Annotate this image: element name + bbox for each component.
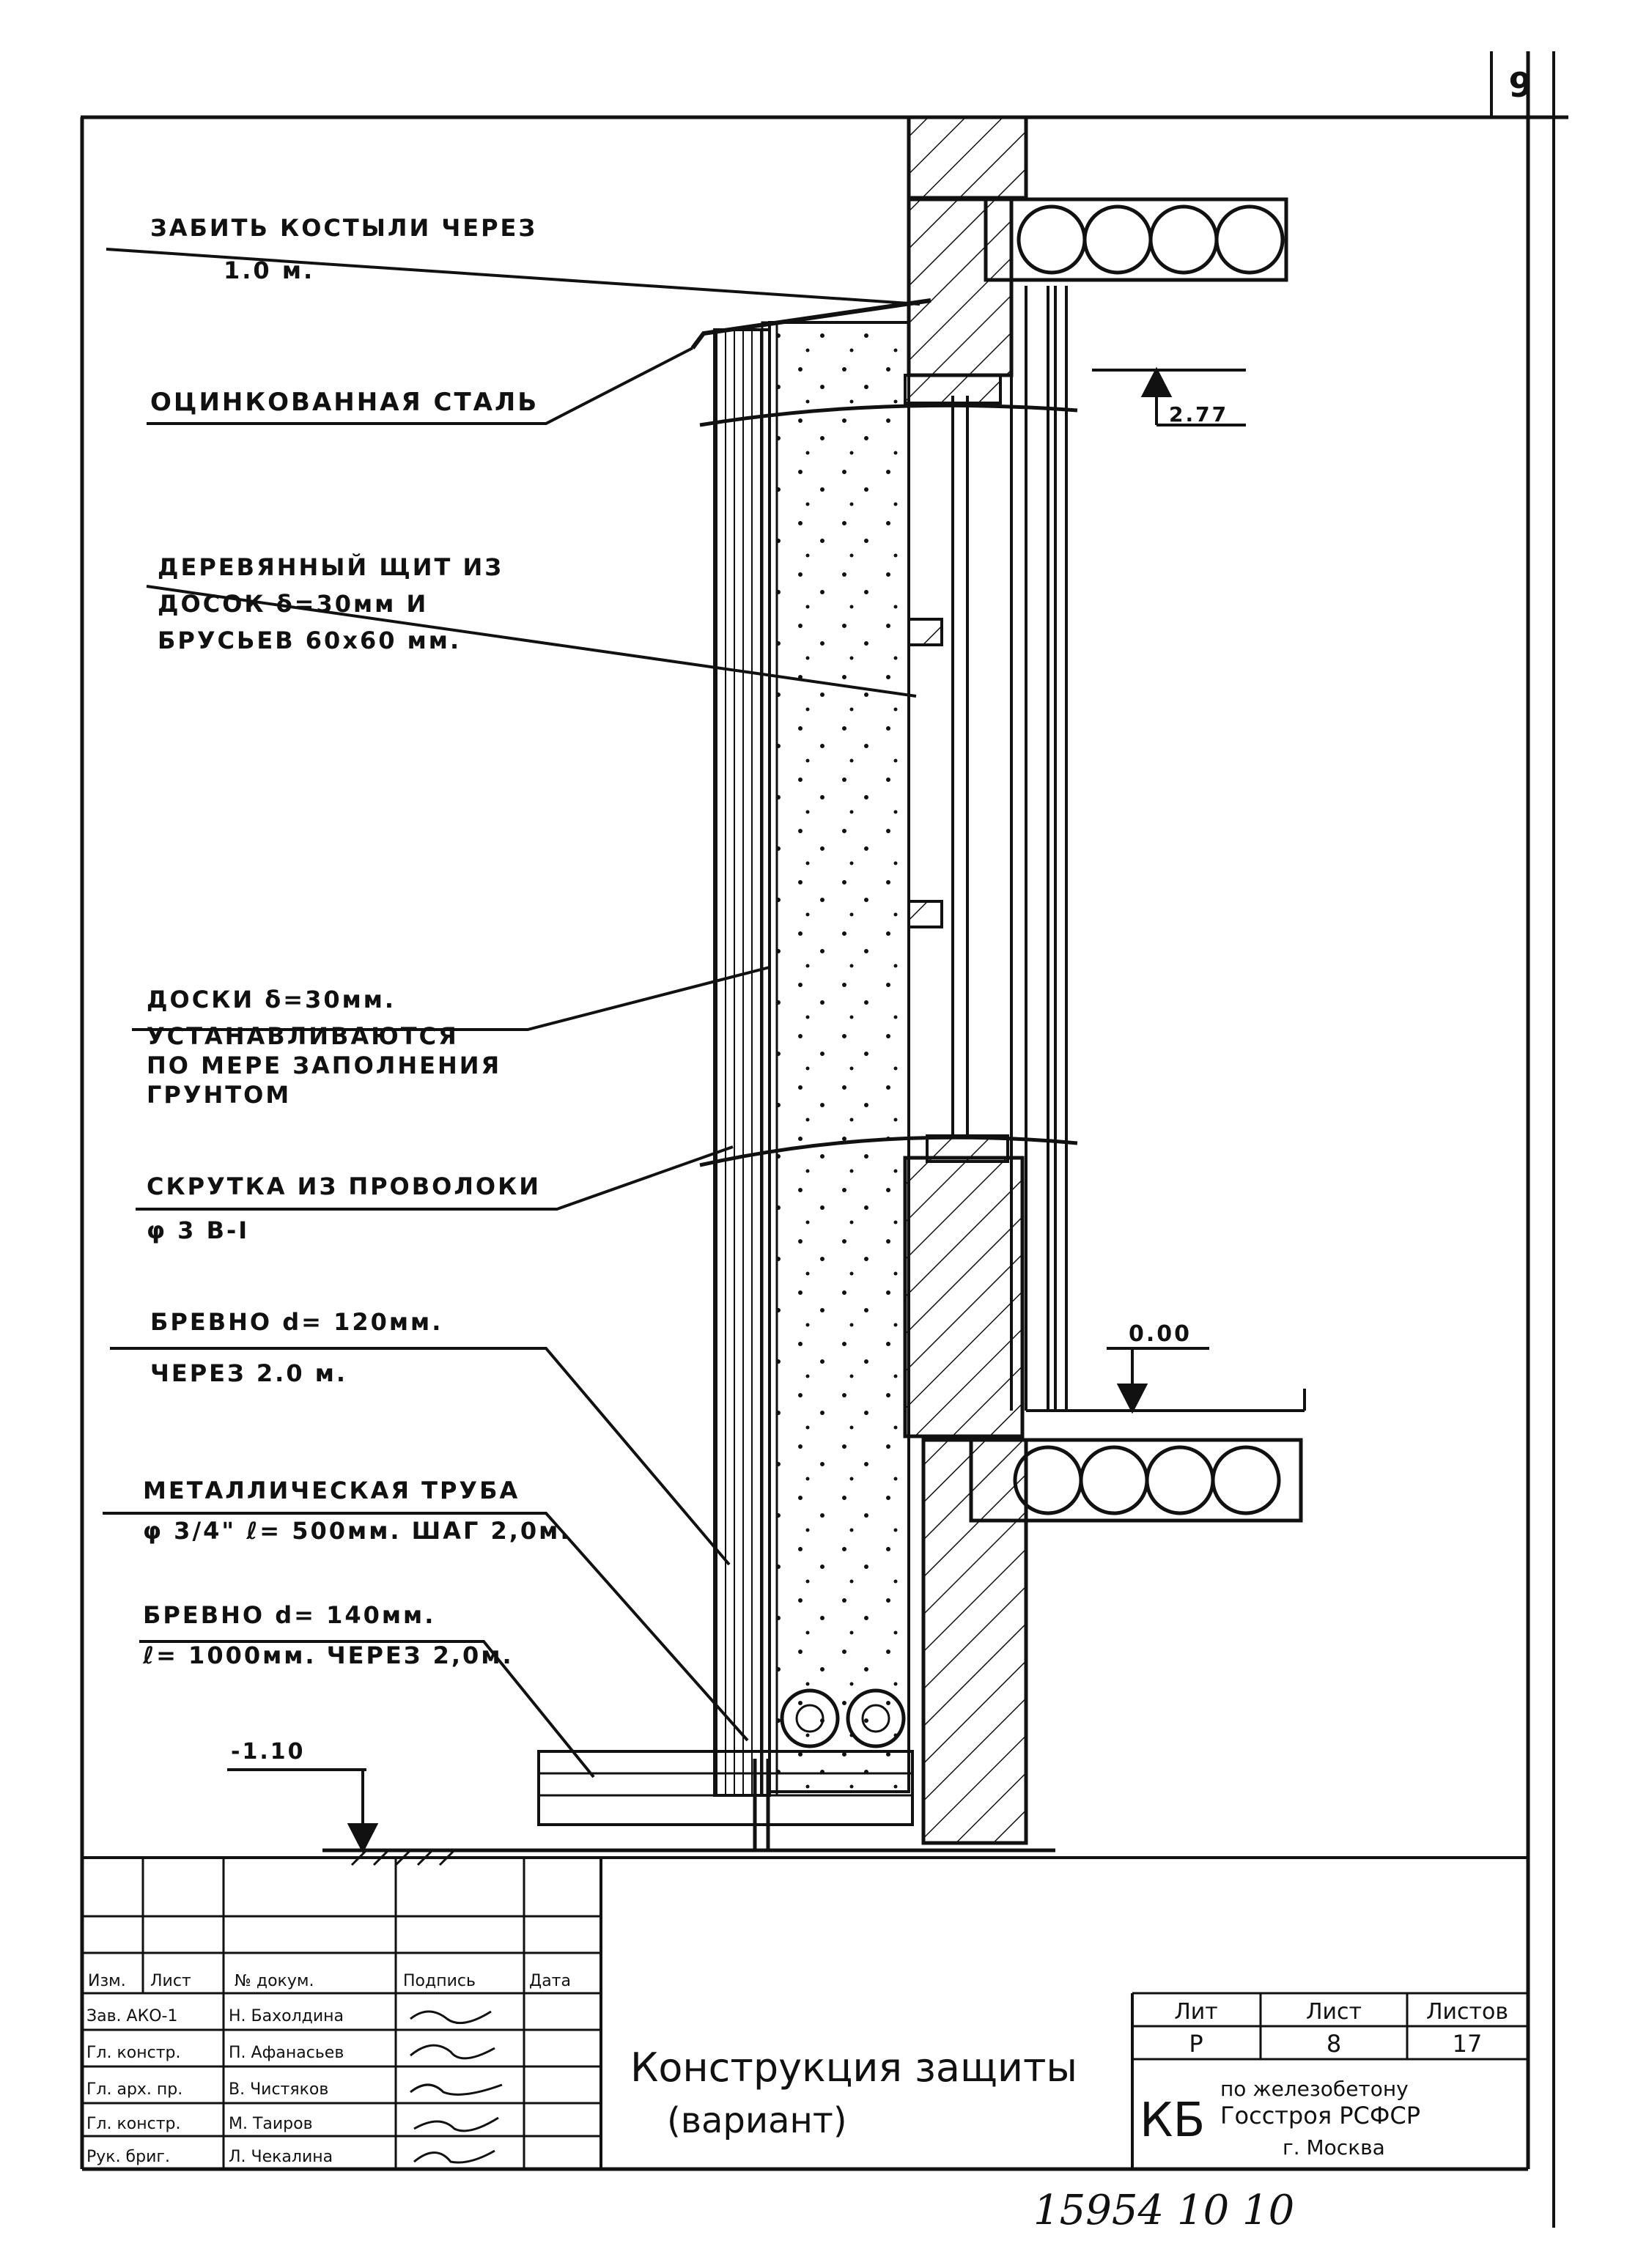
stage-header: Лит [1174,1999,1218,2025]
steel-cap [690,298,931,350]
ground-hatch [350,1849,456,1866]
label-spikes: ЗАБИТЬ КОСТЫЛИ ЧЕРЕЗ 1.0 м. [150,214,547,284]
sheet-frame [80,51,1568,2228]
person-role: Зав. АКО-1 [86,2007,177,2025]
person-role: Гл. констр. [86,2044,180,2062]
leaders [103,248,921,1778]
log-section-2 [846,1688,906,1748]
person-name: Л. Чекалина [229,2148,333,2166]
wire-twist-lower [699,1135,1078,1167]
structure [322,115,1303,1866]
sheet-header: Лист [1306,1999,1362,2025]
sheets-header: Листов [1426,1999,1508,2025]
person-name: Н. Бахолдина [229,2007,344,2025]
org-line-1: по железобетону [1220,2077,1409,2101]
sheet-number: 9 [1508,65,1534,105]
elevation-0-00: 0.00 [1129,1321,1192,1347]
person-name: В. Чистяков [229,2080,328,2099]
elevation-minus-1-10: -1.10 [231,1739,305,1765]
title-block [82,1858,1528,2169]
upper-wall-block [907,115,1028,200]
wire-twist-upper [699,403,1078,427]
drawing-title: Конструкция защиты [630,2044,1077,2091]
header-change: Изм. [88,1972,126,1990]
elevation-marks [227,366,1306,1854]
window-frame [904,286,1068,1411]
label-galvanized-steel: ОЦИНКОВАННАЯ СТАЛЬ [150,388,539,417]
title-block-people: Зав. АКО-1 Н. Бахолдина Гл. констр. П. А… [86,2007,344,2166]
title-block-headers: Изм. Лист № докум. Подпись Дата [88,1972,571,1990]
person-role: Гл. констр. [86,2115,180,2133]
stage-sheet-info: Лит Лист Листов Р 8 17 [1174,1999,1508,2058]
org-logo: КБ [1140,2094,1205,2148]
sheet-value: 8 [1327,2030,1341,2058]
header-date: Дата [529,1972,571,1990]
label-log-120: БРЕВНО d= 120мм. ЧЕРЕЗ 2.0 м. [150,1308,453,1387]
person-name: П. Афанасьев [229,2044,344,2062]
label-log-140: БРЕВНО d= 140мм. ℓ= 1000мм. ЧЕРЕЗ 2,0м. [142,1601,514,1669]
log-base [537,1750,914,1826]
stage-value: Р [1189,2030,1203,2058]
person-role: Рук. бриг. [86,2148,170,2166]
organization: КБ по железобетону Госстроя РСФСР г. Мос… [1140,2077,1420,2160]
leader-labels: ЗАБИТЬ КОСТЫЛИ ЧЕРЕЗ 1.0 м. ОЦИНКОВАННАЯ… [142,214,571,1669]
header-sheet: Лист [150,1972,191,1990]
org-line-2: Госстроя РСФСР [1220,2102,1420,2130]
upper-hollow-slab [984,197,1288,282]
upper-concrete-wall [907,197,1014,377]
label-boards: ДОСКИ δ=30мм. УСТАНАВЛИВАЮТСЯ ПО МЕРЕ ЗА… [147,986,512,1109]
lower-concrete-wall [903,1156,1025,1438]
title: Конструкция защиты (вариант) [630,2044,1077,2141]
drawing-subtitle: (вариант) [667,2100,847,2141]
person-name: М. Таиров [229,2115,313,2133]
soil-fill [768,321,910,1793]
sheets-value: 17 [1453,2030,1483,2058]
bottom-number: 15954 10 10 [1033,2187,1294,2234]
log-section-1 [780,1688,840,1748]
board-sheathing [713,328,771,1797]
label-wire-twist: СКРУТКА ИЗ ПРОВОЛОКИ φ 3 В-I [147,1172,551,1244]
label-metal-pipe: МЕТАЛЛИЧЕСКАЯ ТРУБА φ 3/4" ℓ= 500мм. ШАГ… [143,1477,571,1545]
org-line-3: г. Москва [1283,2135,1385,2160]
basement-wall [921,1438,1028,1845]
header-signature: Подпись [403,1972,476,1990]
header-doc-no: № докум. [235,1972,314,1990]
label-wooden-shield: ДЕРЕВЯННЫЙ ЩИТ ИЗ ДОСОК δ=30мм И БРУСЬЕВ… [158,553,514,654]
signatures [410,2010,503,2164]
person-role: Гл. арх. пр. [86,2080,182,2099]
elevation-2-77: 2.77 [1169,402,1228,426]
